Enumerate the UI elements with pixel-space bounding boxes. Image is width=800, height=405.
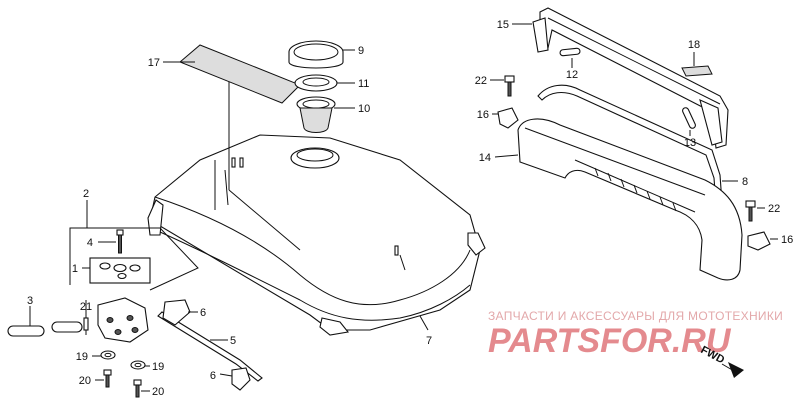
part-decal-18 — [681, 65, 713, 77]
bracket-assembly-2 — [69, 200, 199, 343]
callout-12: 12 — [566, 69, 578, 81]
callout-8: 8 — [742, 176, 748, 188]
part-bolt-22b — [745, 200, 756, 222]
callout-10: 10 — [358, 103, 370, 115]
callout-22b: 22 — [768, 203, 780, 215]
part-washer-19b — [130, 360, 146, 370]
callout-13: 13 — [684, 137, 696, 149]
part-bolt-20a — [103, 369, 112, 388]
callout-19b: 19 — [152, 361, 164, 373]
callout-15: 15 — [497, 19, 509, 31]
callout-6a: 6 — [200, 307, 206, 319]
fwd-arrow-icon — [728, 362, 744, 378]
callout-20a: 20 — [79, 375, 91, 387]
cover-ribs — [594, 167, 677, 212]
part-fuel-tank-7 — [147, 134, 486, 336]
callout-9: 9 — [358, 45, 364, 57]
callout-1: 1 — [72, 263, 78, 275]
callout-3: 3 — [27, 295, 33, 307]
watermark-subtitle: ЗАПЧАСТИ И АКСЕССУАРЫ ДЛЯ МОТОТЕХНИКИ — [488, 309, 783, 323]
part-pin-12 — [559, 47, 581, 57]
callout-5: 5 — [230, 335, 236, 347]
callout-20b: 20 — [152, 386, 164, 398]
callout-2: 2 — [83, 188, 89, 200]
callout-17: 17 — [148, 57, 160, 69]
callout-19a: 19 — [76, 351, 88, 363]
part-cover-14 — [517, 118, 743, 281]
part-clip-16b — [747, 231, 771, 251]
callout-18: 18 — [688, 39, 700, 51]
callout-21: 21 — [80, 301, 92, 313]
part-strainer-10 — [296, 96, 336, 133]
part-bolt-20b — [133, 379, 142, 398]
callout-16b: 16 — [781, 234, 793, 246]
part-washer-19a — [100, 350, 116, 360]
part-gasket-11 — [294, 74, 338, 92]
part-decal-17 — [179, 44, 301, 104]
part-pin-13 — [682, 107, 696, 129]
watermark-brand: PARTSFOR.RU — [488, 322, 732, 360]
part-cap-9 — [288, 40, 344, 69]
part-tubes-3 — [7, 306, 83, 337]
part-clip-6a — [162, 299, 191, 326]
callout-11: 11 — [358, 78, 369, 90]
callout-4: 4 — [87, 237, 93, 249]
callout-6b: 6 — [210, 370, 216, 382]
callout-22a: 22 — [475, 75, 487, 87]
callout-7: 7 — [426, 335, 432, 347]
part-clip-6b — [231, 367, 251, 391]
part-rod-5 — [157, 311, 263, 382]
callout-14: 14 — [479, 152, 491, 164]
callout-16a: 16 — [477, 109, 489, 121]
part-handle-frame-15 — [532, 7, 729, 149]
part-clip-16a — [497, 107, 519, 129]
part-bolt-22a — [504, 75, 515, 97]
